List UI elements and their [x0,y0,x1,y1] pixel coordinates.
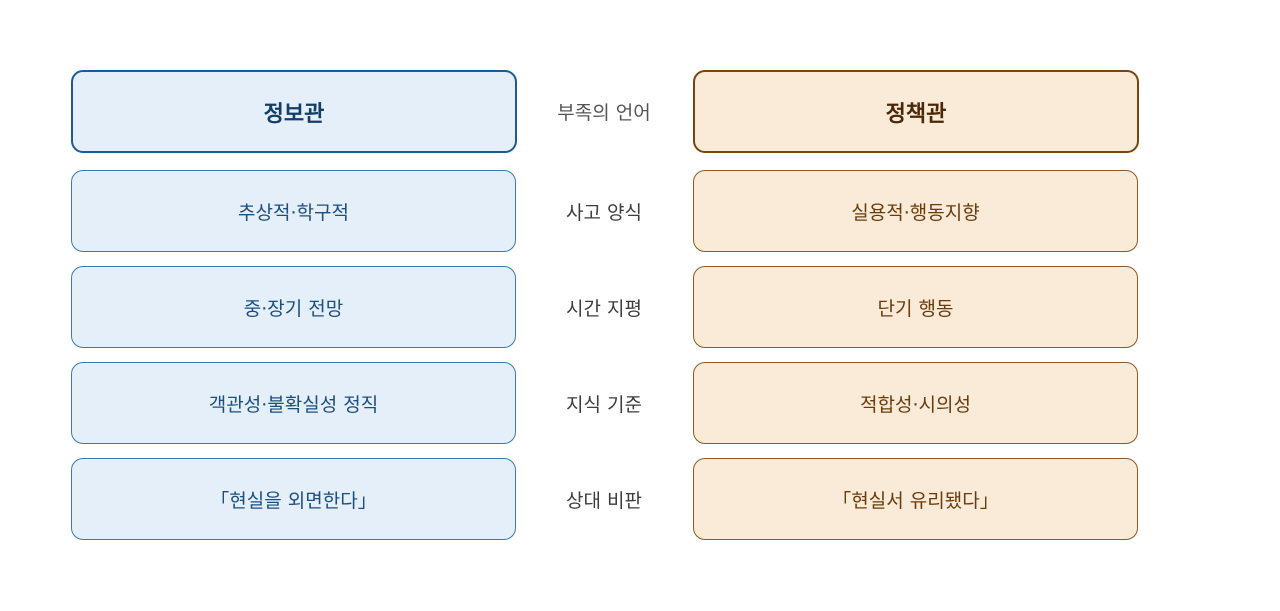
criterion-label: 지식 기준 [566,393,642,416]
right-item-box: 적합성·시의성 [693,362,1138,444]
right-item-box: 「현실서 유리됐다」 [693,458,1138,540]
comparison-row: 「현실을 외면한다」 상대 비판 「현실서 유리됐다」 [0,458,1280,540]
criterion-label: 시간 지평 [566,297,642,320]
left-header-box: 정보관 [71,70,517,153]
right-header-box: 정책관 [693,70,1139,153]
header-row: 정보관 부족의 언어 정책관 [0,70,1280,153]
left-item-box: 추상적·학구적 [71,170,516,252]
left-item-box: 「현실을 외면한다」 [71,458,516,540]
criterion-label: 상대 비판 [566,489,642,512]
right-item-box: 실용적·행동지향 [693,170,1138,252]
comparison-row: 추상적·학구적 사고 양식 실용적·행동지향 [0,170,1280,252]
middle-header-label: 부족의 언어 [557,101,651,124]
right-item-box: 단기 행동 [693,266,1138,348]
left-item-box: 중·장기 전망 [71,266,516,348]
comparison-row: 객관성·불확실성 정직 지식 기준 적합성·시의성 [0,362,1280,444]
comparison-row: 중·장기 전망 시간 지평 단기 행동 [0,266,1280,348]
left-item-box: 객관성·불확실성 정직 [71,362,516,444]
criterion-label: 사고 양식 [566,201,642,224]
